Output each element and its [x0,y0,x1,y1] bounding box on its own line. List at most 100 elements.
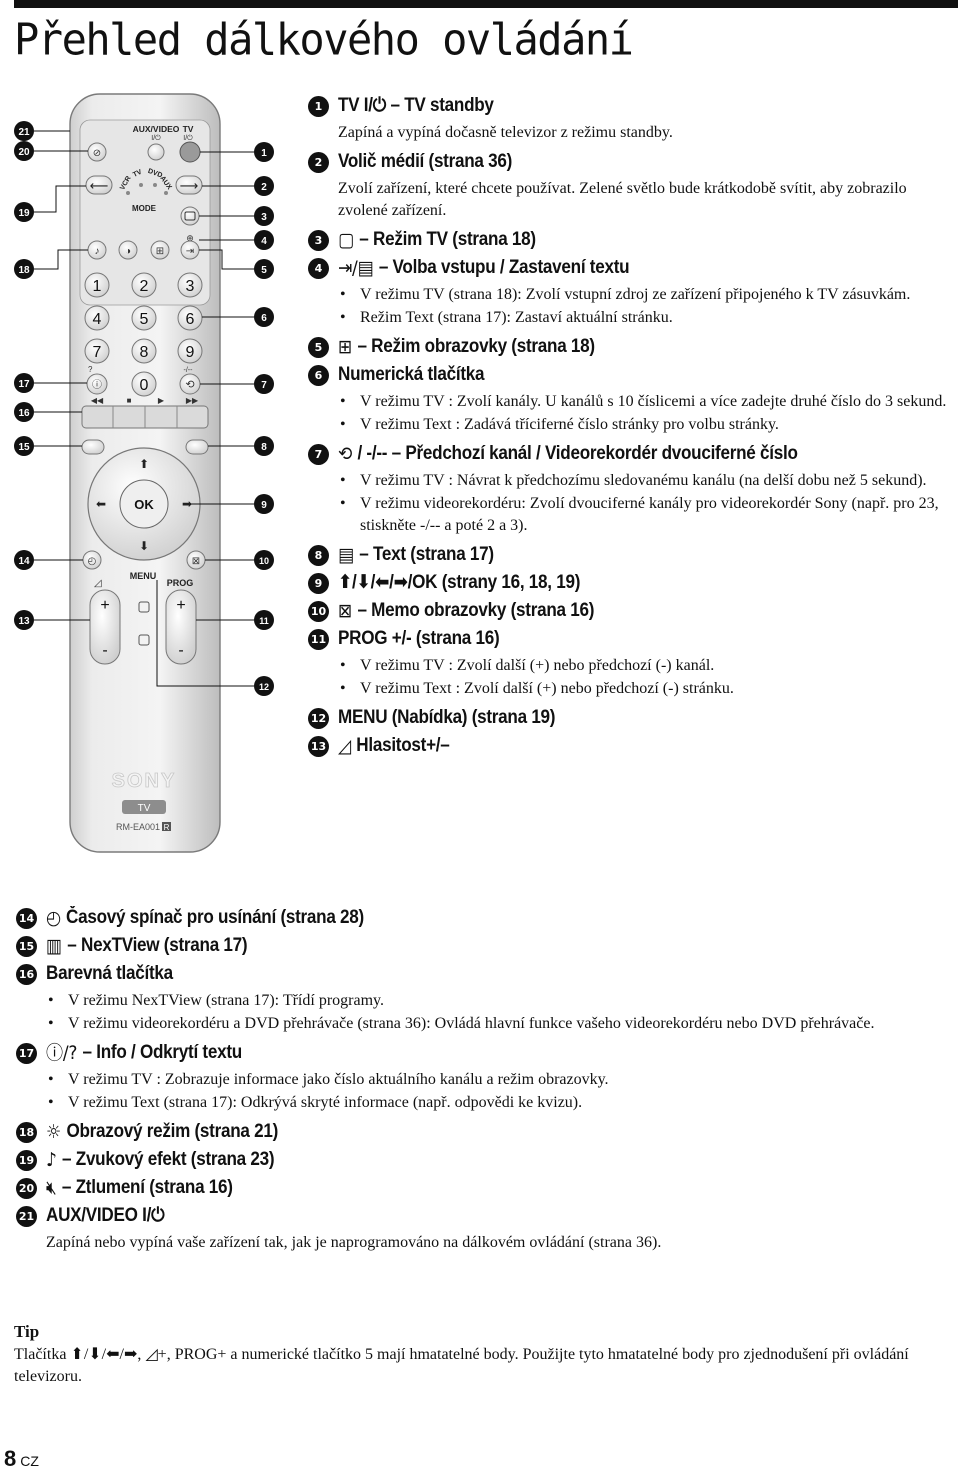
item-heading-text: MENU (Nabídka) (strana 19) [338,707,556,728]
description-item-15: 15▥– NexTView (strana 17) [16,932,950,960]
tip-text: Tlačítka ⬆/⬇/⬅/➡, ◿+, PROG+ a numerické … [14,1346,909,1385]
item-heading: ▢– Režim TV (strana 18) [338,226,889,254]
digit-8: 8 [140,344,149,361]
digit-5: 5 [140,311,149,328]
svg-text:11: 11 [259,616,269,626]
item-heading-text: Obrazový režim (strana 21) [66,1121,279,1142]
color-buttons: ◀◀ ■ ▶ ▶▶ [81,396,209,429]
svg-text:◀◀: ◀◀ [91,396,104,405]
svg-text:15: 15 [18,442,30,453]
model-code: RM-EA001 [116,822,160,832]
svg-text:5: 5 [261,265,267,276]
item-description: Zapíná nebo vypíná vaše zařízení tak, ja… [46,1234,662,1251]
media-tv: TV [132,169,143,179]
bullet-item: V režimu TV : Zvolí kanály. U kanálů s 1… [338,391,950,413]
aux-video-label: AUX/VIDEO [133,124,180,134]
item-bullet-list: V režimu TV : Návrat k předchozímu sledo… [338,470,950,537]
model-tv-label: TV [138,803,151,814]
bullet-item: V režimu TV (strana 18): Zvolí vstupní z… [338,284,950,306]
mode-label: MODE [132,204,157,213]
item-marker: 3 [308,230,329,251]
double-digit-label: -/-- [184,367,194,374]
item-bullet-list: V režimu TV (strana 18): Zvolí vstupní z… [338,284,950,329]
svg-text:1: 1 [261,148,267,159]
item-button-icon: ⊠ [338,600,353,622]
item-heading: ▥– NexTView (strana 17) [46,932,860,960]
svg-text:⟶: ⟶ [180,178,199,193]
picture-mode-icon: ◑ [125,246,131,257]
item-marker: 13 [308,736,329,757]
item-heading: TV I/⏻ – TV standby [338,92,889,120]
input-button-icon: ⇥ [186,246,194,257]
item-marker: 10 [308,601,329,622]
item-heading-text: – Ztlumení (strana 16) [61,1177,233,1198]
mute-icon: ⊘ [93,148,101,159]
description-item-20: 20 🔇︎– Ztlumení (strana 16) [16,1174,950,1202]
item-marker: 11 [308,629,329,650]
svg-text:17: 17 [18,379,30,390]
tv-power-symbol: I/⏻ [183,134,193,142]
item-heading: ♪– Zvukový efekt (strana 23) [46,1146,860,1174]
menu-label: MENU [130,571,157,581]
item-heading-text: – Memo obrazovky (strana 16) [357,600,595,621]
sound-effect-icon: ♪ [95,246,100,257]
item-heading-text: Časový spínač pro usínání (strana 28) [66,907,364,928]
item-heading-text: TV I/⏻ – TV standby [338,95,494,116]
info-icon: ⓘ [92,379,102,391]
digit-7: 7 [93,344,102,361]
model-badge: R [164,823,170,832]
tv-mode-button [180,206,200,226]
help-icon: ? [88,365,93,374]
item-description: Zapíná a vypíná dočasně televizor z reži… [338,124,673,141]
digit-keypad: 1 2 3 4 5 6 7 8 9 0 [84,272,203,397]
item-heading: ⬆/⬇/⬅/➡/OK (strany 16, 18, 19) [338,569,889,597]
item-marker: 21 [16,1206,37,1227]
svg-text:20: 20 [18,147,30,158]
page-footer: 8 CZ [4,1446,39,1472]
prog-rocker: + - [165,589,197,665]
item-heading: PROG +/- (strana 16) [338,625,889,653]
bullet-item: V režimu TV : Zobrazuje informace jako č… [46,1069,950,1091]
item-marker: 9 [308,573,329,594]
item-heading: 🔇︎– Ztlumení (strana 16) [46,1174,860,1202]
item-heading: Numerická tlačítka [338,361,889,389]
description-item-14: 14◴Časový spínač pro usínání (strana 28) [16,904,950,932]
item-heading: AUX/VIDEO I/⏻ [46,1202,860,1230]
info-button [86,373,108,395]
item-heading: MENU (Nabídka) (strana 19) [338,704,889,732]
description-item-17: 17ⓘ/?– Info / Odkrytí textuV režimu TV :… [16,1039,950,1114]
item-heading-text: – NexTView (strana 17) [67,935,248,956]
item-heading: ☼Obrazový režim (strana 21) [46,1118,860,1146]
item-button-icon: ▢ [338,229,354,251]
description-item-11: 11 PROG +/- (strana 16)V režimu TV : Zvol… [308,625,950,700]
input-select-icon: ⊕ [186,233,194,243]
svg-text:2: 2 [261,182,267,193]
digit-2: 2 [140,278,149,295]
svg-text:⟵: ⟵ [90,178,109,193]
bullet-item: V režimu Text : Zadává tříciferné číslo … [338,414,950,436]
item-marker: 20 [16,1178,37,1199]
tip-title: Tip [14,1322,40,1341]
item-heading-text: Barevná tlačítka [46,963,173,984]
item-heading-text: – Režim obrazovky (strana 18) [357,336,595,357]
item-heading-text: ⬆/⬇/⬅/➡/OK (strany 16, 18, 19) [338,572,581,593]
mute-button [87,142,107,162]
svg-text:8: 8 [261,442,267,453]
bullet-item: V režimu Text : Zvolí další (+) nebo pře… [338,678,950,700]
item-button-icon: ▥ [46,935,62,957]
item-marker: 6 [308,365,329,386]
svg-text:6: 6 [261,313,267,324]
item-button-icon: ⇥/▤ [338,257,374,279]
tip-box: Tip Tlačítka ⬆/⬇/⬅/➡, ◿+, PROG+ a numeri… [14,1320,954,1388]
bullet-item: V režimu NexTView (strana 17): Třídí pro… [46,990,950,1012]
item-heading: Barevná tlačítka [46,960,860,988]
svg-text:▶: ▶ [158,396,165,405]
bullet-item: V režimu TV : Zvolí další (+) nebo předc… [338,655,950,677]
brand-logo: SONY [112,770,177,792]
item-heading-text: – Zvukový efekt (strana 23) [62,1149,275,1170]
item-heading-text: Volič médií (strana 36) [338,151,513,172]
